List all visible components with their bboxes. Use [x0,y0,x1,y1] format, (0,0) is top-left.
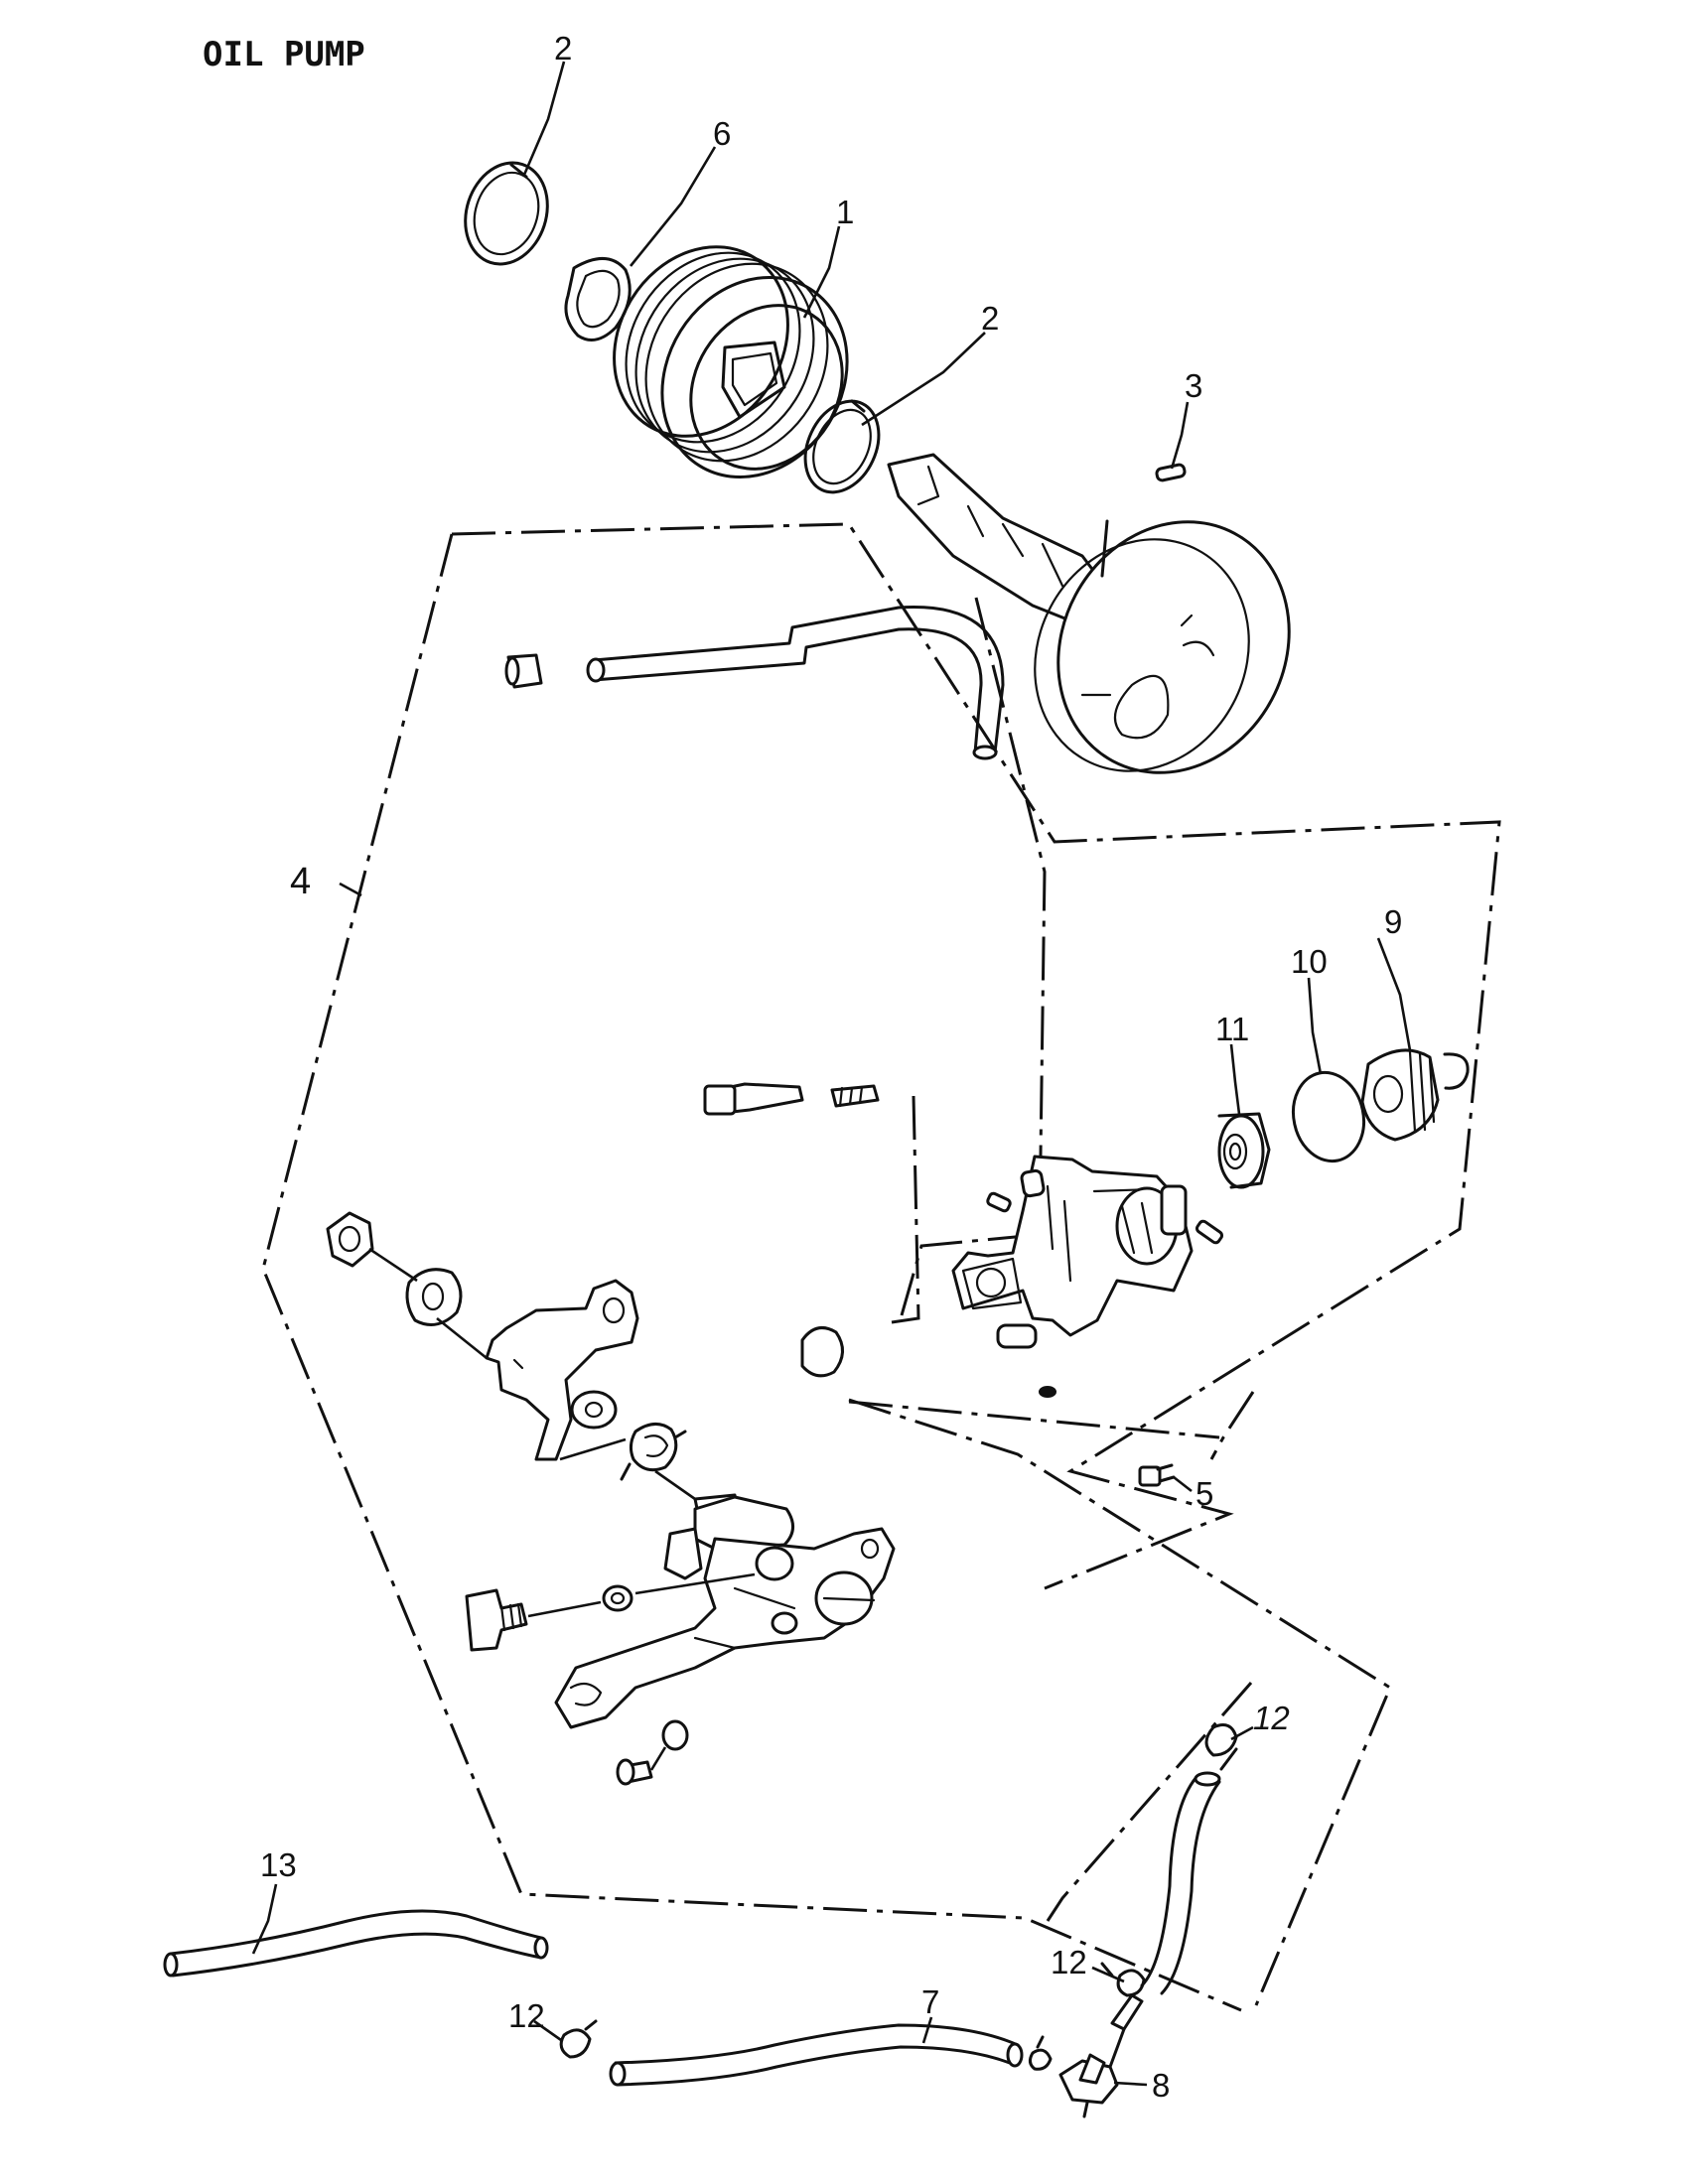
callout-13: 13 [260,1846,297,1883]
callout-5: 5 [1196,1475,1213,1512]
callout-11: 11 [1215,1011,1249,1047]
diagram-title: OIL PUMP [203,35,365,74]
hose-clamp-part-12-upper [1204,1723,1238,1771]
o-ring-part-10 [1292,1070,1365,1163]
callout-9: 9 [1384,903,1402,940]
gasket [800,1326,844,1378]
adjuster-screw-and-spring [703,1082,920,1324]
circlip-part-2-lower [803,399,881,494]
hose-part-7 [609,2023,1024,2087]
drive-shaft-assembly [887,453,1291,774]
vertical-hose [1140,1771,1221,1995]
screw-part-5 [1138,1463,1176,1487]
callout-8: 8 [1152,2067,1170,2104]
callout-12-upper: 12 [1253,1700,1290,1736]
callout-12-middle: 12 [1051,1944,1087,1980]
hose-clamp-part-12-middle [1100,1962,1146,1997]
callout-4: 4 [290,861,311,902]
pulley-part-1 [613,245,849,479]
assembly-boundary-line [261,522,1501,2012]
control-lever-assembly [326,1211,896,1786]
callout-leader-lines [251,61,1412,2087]
circlip-part-2-upper [464,161,549,266]
seal-part-6 [564,257,632,341]
oil-pipe [504,605,1005,760]
bearing-part-11 [1217,1112,1271,1189]
hose-clamp-part-12-lower [559,2019,598,2059]
callout-10: 10 [1291,943,1328,980]
fitting-part-8 [1058,1993,1144,2118]
drive-gear-part-9 [1360,1048,1470,1142]
callout-6: 6 [713,115,731,152]
callout-2-upper: 2 [554,30,572,67]
callout-7: 7 [921,1983,939,2020]
callout-12-lower: 12 [508,1997,545,2034]
callout-3: 3 [1185,367,1202,404]
pump-body [951,1155,1224,1398]
hose-clamp-near-7 [1028,2035,1053,2071]
callout-2-lower: 2 [981,300,999,337]
callout-1: 1 [836,194,854,230]
hose-part-13 [163,1909,549,1978]
